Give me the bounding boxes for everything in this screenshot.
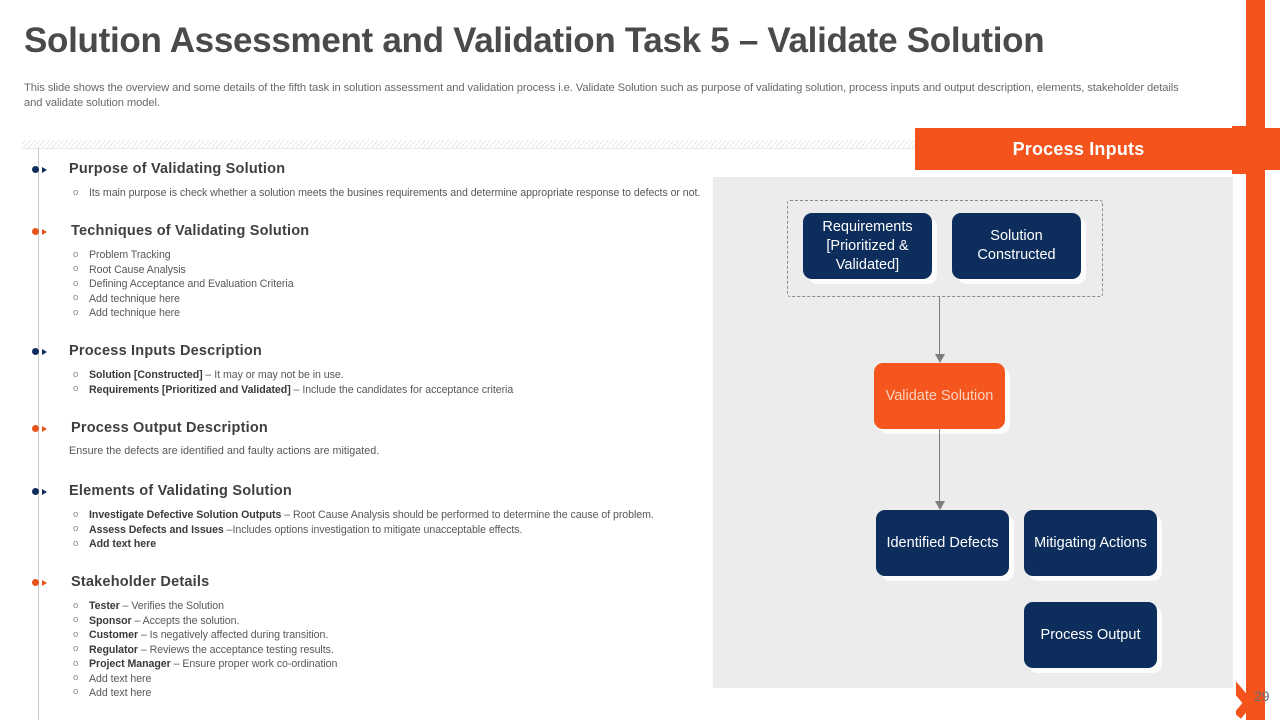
- bullet-marker-icon: [32, 486, 54, 498]
- hatched-divider: [22, 140, 917, 149]
- bullet-marker-icon: [32, 226, 54, 238]
- bullet-marker-icon: [32, 423, 54, 435]
- bullet-marker-icon: [32, 577, 54, 589]
- list-item: Add text here: [71, 671, 712, 686]
- section-item-list: Investigate Defective Solution Outputs –…: [0, 508, 712, 552]
- list-item-label: Project Manager: [89, 658, 171, 671]
- node-process-output[interactable]: Process Output: [1024, 602, 1157, 668]
- list-item-text: –Includes options investigation to mitig…: [223, 523, 523, 536]
- validate-solution-diagram: Requirements [Prioritized & Validated] S…: [713, 177, 1233, 688]
- process-inputs-group-box: [787, 200, 1103, 297]
- accent-bar-right: [1246, 0, 1265, 720]
- connector-validate-to-outputs: [934, 429, 945, 510]
- page-number: 29: [1254, 688, 1270, 704]
- bullet-marker-icon: [32, 164, 54, 176]
- node-requirements[interactable]: Requirements [Prioritized & Validated]: [803, 213, 932, 279]
- content-section: Process Inputs DescriptionSolution [Cons…: [0, 342, 712, 397]
- section-item-list: Tester – Verifies the SolutionSponsor – …: [0, 599, 712, 700]
- list-item-label: Assess Defects and Issues: [89, 523, 224, 536]
- list-item-label: Regulator: [89, 643, 138, 656]
- accent-bar-stub: [1232, 126, 1246, 174]
- list-item-label: Requirements [Prioritized and Validated]: [89, 383, 291, 396]
- connector-inputs-to-validate: [934, 297, 945, 363]
- section-title: Process Inputs Description: [69, 343, 262, 360]
- process-inputs-banner: Process Inputs: [915, 128, 1280, 170]
- list-item: Investigate Defective Solution Outputs –…: [71, 508, 712, 523]
- list-item: Project Manager – Ensure proper work co-…: [71, 657, 712, 672]
- section-header: Elements of Validating Solution: [0, 482, 712, 502]
- page-title: Solution Assessment and Validation Task …: [24, 21, 1045, 60]
- list-item: Add technique here: [71, 291, 712, 306]
- list-item: Root Cause Analysis: [71, 262, 712, 277]
- list-item-label: Sponsor: [89, 614, 132, 627]
- timeline-vertical-line: [38, 148, 39, 720]
- list-item: Add text here: [71, 685, 712, 700]
- content-section: Purpose of Validating SolutionIts main p…: [0, 160, 712, 200]
- section-title: Stakeholder Details: [71, 574, 210, 591]
- node-validate-solution[interactable]: Validate Solution: [874, 363, 1005, 429]
- section-title: Elements of Validating Solution: [69, 483, 292, 500]
- list-item-label: Investigate Defective Solution Outputs: [89, 509, 282, 522]
- node-mitigating-actions[interactable]: Mitigating Actions: [1024, 510, 1157, 576]
- list-item-text: – Include the candidates for acceptance …: [290, 383, 514, 396]
- list-item-text: – It may or may not be in use.: [202, 369, 344, 382]
- list-item: Regulator – Reviews the acceptance testi…: [71, 642, 712, 657]
- list-item-label: Add text here: [89, 538, 157, 551]
- list-item: Defining Acceptance and Evaluation Crite…: [71, 277, 712, 292]
- list-item: Assess Defects and Issues –Includes opti…: [71, 522, 712, 537]
- bullet-marker-icon: [32, 346, 54, 358]
- list-item: Solution [Constructed] – It may or may n…: [71, 368, 712, 383]
- list-item: Customer – Is negatively affected during…: [71, 628, 712, 643]
- section-title: Process Output Description: [71, 420, 268, 437]
- section-item-list: Problem TrackingRoot Cause AnalysisDefin…: [0, 248, 712, 320]
- slide-subtitle: This slide shows the overview and some d…: [24, 82, 1179, 109]
- content-section: Techniques of Validating SolutionProblem…: [0, 222, 712, 320]
- section-header: Purpose of Validating Solution: [0, 160, 712, 180]
- list-item-text: – Root Cause Analysis should be performe…: [281, 509, 654, 522]
- section-paragraph: Ensure the defects are identified and fa…: [69, 445, 380, 458]
- list-item-label: Tester: [89, 600, 120, 613]
- section-item-list: Its main purpose is check whether a solu…: [0, 185, 712, 200]
- section-header: Techniques of Validating Solution: [0, 222, 712, 242]
- list-item-text: – Reviews the acceptance testing results…: [138, 643, 334, 656]
- section-title: Purpose of Validating Solution: [69, 161, 286, 177]
- list-item: Requirements [Prioritized and Validated]…: [71, 382, 712, 397]
- left-content-pane: Purpose of Validating SolutionIts main p…: [0, 160, 712, 720]
- list-item-label: Solution [Constructed]: [89, 369, 203, 382]
- list-item-text: – Ensure proper work co-ordination: [170, 658, 338, 671]
- content-section: Stakeholder DetailsTester – Verifies the…: [0, 573, 712, 700]
- section-title: Techniques of Validating Solution: [71, 223, 310, 240]
- list-item: Add technique here: [71, 306, 712, 321]
- banner-label: Process Inputs: [1012, 138, 1145, 159]
- arrowhead-icon: [934, 354, 945, 363]
- arrowhead-icon: [934, 501, 945, 510]
- section-item-list: Solution [Constructed] – It may or may n…: [0, 368, 712, 397]
- list-item-label: Customer: [89, 629, 139, 642]
- section-header: Process Output Description: [0, 419, 712, 439]
- list-item: Its main purpose is check whether a solu…: [71, 185, 712, 200]
- list-item: Tester – Verifies the Solution: [71, 599, 712, 614]
- section-header: Stakeholder Details: [0, 573, 712, 593]
- node-solution-constructed[interactable]: Solution Constructed: [952, 213, 1081, 279]
- node-identified-defects[interactable]: Identified Defects: [876, 510, 1009, 576]
- list-item: Problem Tracking: [71, 248, 712, 263]
- list-item-text: – Accepts the solution.: [131, 614, 240, 627]
- list-item-text: – Is negatively affected during transiti…: [138, 629, 329, 642]
- content-section: Elements of Validating SolutionInvestiga…: [0, 482, 712, 551]
- list-item: Add text here: [71, 537, 712, 552]
- list-item: Sponsor – Accepts the solution.: [71, 613, 712, 628]
- section-header: Process Inputs Description: [0, 342, 712, 362]
- list-item-text: – Verifies the Solution: [119, 600, 224, 613]
